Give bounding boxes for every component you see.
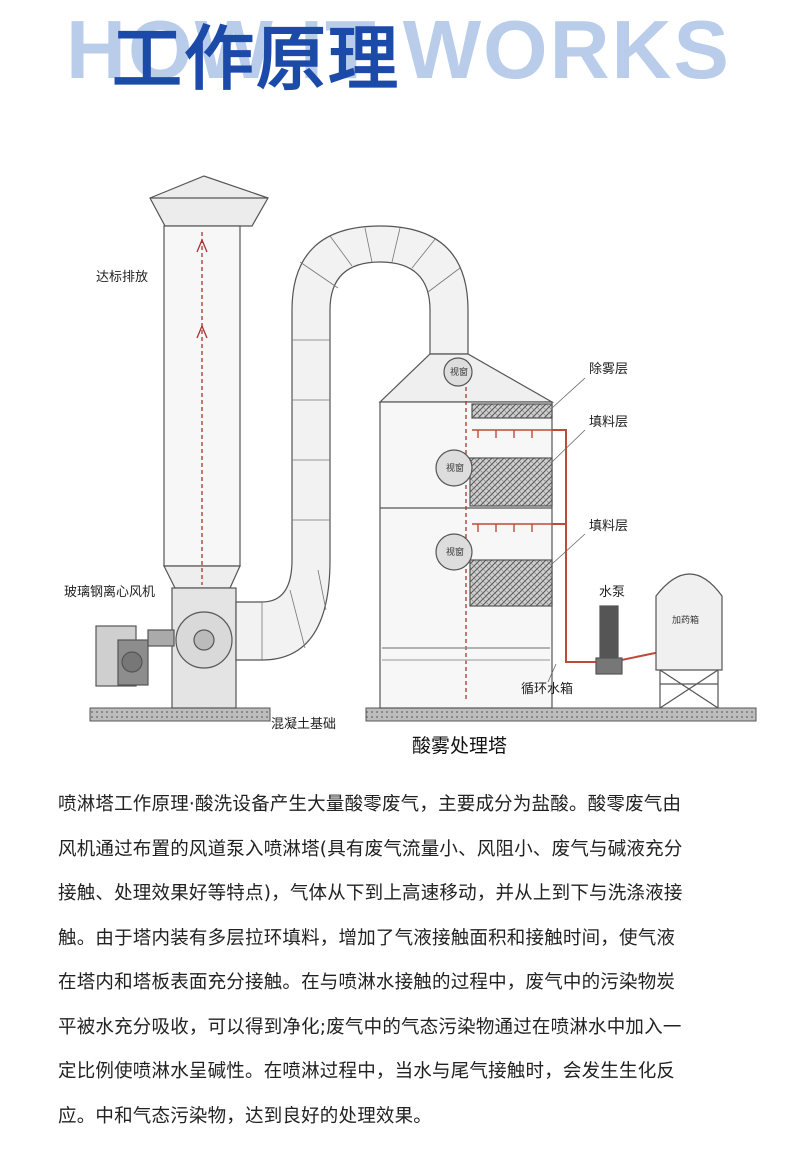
description-line: 在塔内和塔板表面充分接触。在与喷淋水接触的过程中，废气中的污染物炭 [58, 972, 676, 993]
description-line: 接触、处理效果好等特点)，气体从下到上高速移动，并从上到下与洗涤液接 [58, 883, 683, 904]
label-centrifugal-fan: 玻璃钢离心风机 [64, 584, 155, 600]
label-discharge: 达标排放 [96, 270, 148, 285]
label-dosing-tank: 加药箱 [672, 614, 699, 626]
label-concrete-foundation: 混凝土基础 [271, 716, 336, 732]
label-tower-name: 酸雾处理塔 [412, 735, 507, 757]
exhaust-stack [149, 175, 269, 589]
leader-lines [547, 377, 586, 683]
foundation-slab [89, 707, 757, 722]
description-line: 喷淋塔工作原理·酸洗设备产生大量酸零废气，主要成分为盐酸。酸零废气由 [58, 794, 682, 815]
page-title: 工作原理 [112, 18, 400, 100]
label-circulation-tank: 循环水箱 [521, 681, 573, 697]
description-text: 喷淋塔工作原理·酸洗设备产生大量酸零废气，主要成分为盐酸。酸零废气由 风机通过布… [58, 783, 748, 1139]
description-line: 风机通过布置的风道泵入喷淋塔(具有废气流量小、风阻小、废气与碱液充分 [58, 838, 683, 860]
label-window-2: 视窗 [446, 462, 464, 474]
label-window-3: 视窗 [446, 546, 464, 558]
label-packing-layer-2: 填料层 [589, 519, 628, 534]
label-packing-layer-1: 填料层 [589, 415, 628, 430]
description-line: 应。中和气态污染物，达到良好的处理效果。 [58, 1105, 433, 1127]
description-line: 触。由于塔内装有多层拉环填料，增加了气液接触面积和接触时间，使气液 [58, 927, 676, 949]
centrifugal-fan [95, 587, 237, 709]
dosing-tank [655, 573, 723, 709]
scrubber-tower [378, 353, 555, 709]
label-water-pump: 水泵 [599, 585, 625, 600]
background-heading: HOW IT WORKS [66, 3, 731, 96]
description-line: 定比例使喷淋水呈碱性。在喷淋过程中，当水与尾气接触时，会发生生化反 [58, 1061, 676, 1082]
spray-nozzles [472, 429, 552, 532]
label-window-1: 视窗 [450, 366, 468, 378]
label-demister: 除雾层 [589, 362, 628, 377]
water-pump [595, 605, 623, 675]
tower-diagram: 达标排放 除雾层 填料层 填料层 玻璃钢离心风机 水泵 循环水箱 混凝土基础 酸… [64, 175, 757, 757]
description-line: 平被水充分吸收，可以得到净化;废气中的气态污染物通过在喷淋水中加入一 [58, 1016, 682, 1038]
